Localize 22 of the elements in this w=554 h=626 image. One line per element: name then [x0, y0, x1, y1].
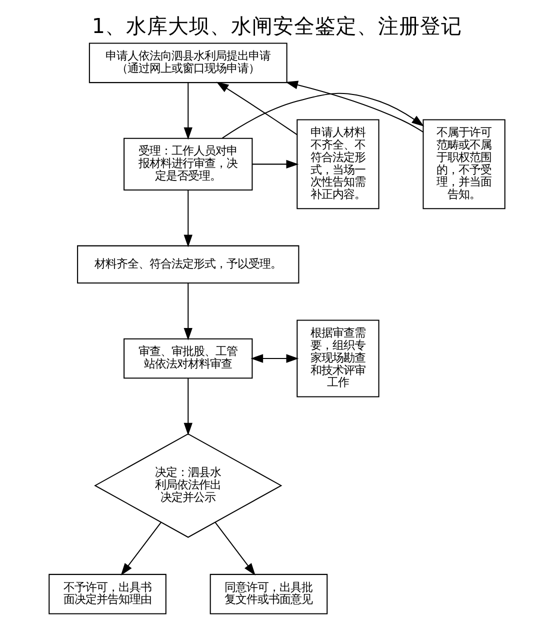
arrow [216, 82, 298, 136]
node-box: 同意许可，出具批复文件或书面意见 [210, 574, 328, 614]
arrow [286, 80, 424, 132]
node-box: 根据审查需要，组织专家现场勘查和技术评审工作 [296, 320, 380, 398]
arrow [120, 522, 162, 576]
arrow [184, 378, 192, 436]
node-box: 受理：工作人员对申报材料进行审查，决定是否受理。 [124, 138, 253, 191]
arrow [184, 283, 192, 340]
node-box: 材料齐全、符合法定形式，予以受理。 [77, 245, 300, 284]
node-box: 不属于许可范畴或不属于职权范围的，不予受理，并当面告知。 [422, 119, 506, 210]
diagram-title: 1、水库大坝、水闸安全鉴定、注册登记 [92, 14, 462, 38]
arrow [250, 354, 299, 363]
node-diamond: 决定：泗县水利局依法作出决定并公示 [94, 433, 282, 538]
arrow [184, 190, 192, 248]
arrow [214, 522, 256, 576]
node-box: 申请人材料不齐全、不符合法定形式，当场一次性告知需补正内容。 [296, 119, 380, 210]
node-box: 不予许可，出具书面决定并告知理由 [48, 574, 166, 614]
node-box: 申请人依法向泗县水利局提出申请 （通过网上或窗口现场申请） [88, 42, 288, 84]
arrow [184, 82, 192, 140]
node-box: 审查、审批股、工管站依法对材料审查 [124, 338, 253, 379]
arrow [252, 160, 299, 169]
arrow [222, 92, 424, 139]
